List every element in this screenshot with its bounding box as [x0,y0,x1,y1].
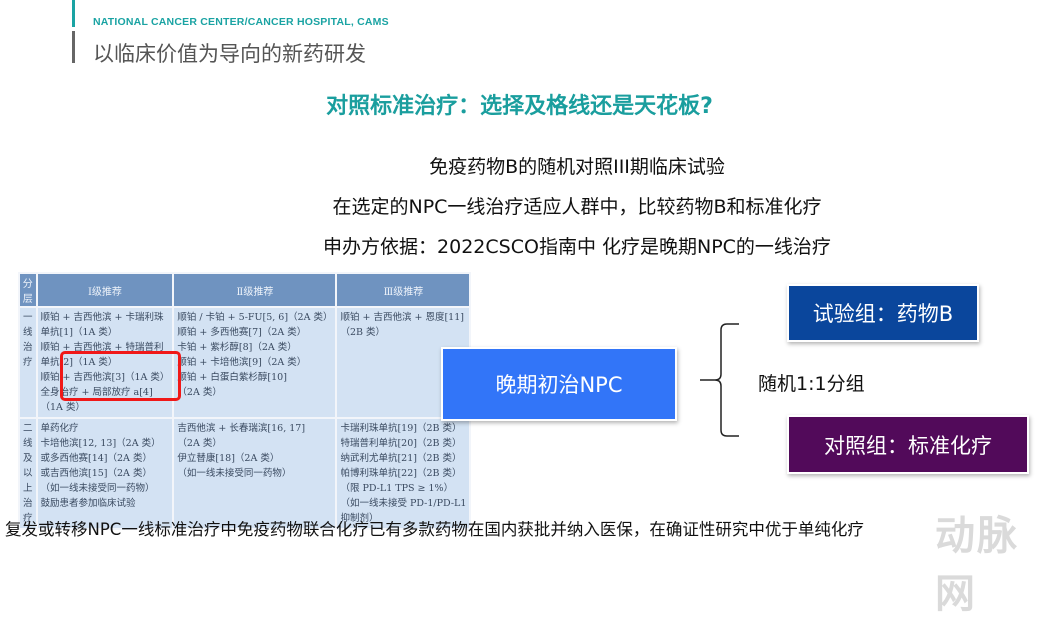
cell-line: 卡瑞利珠单抗[19]（2B 类） [340,423,462,434]
page-title: 以临床价值为导向的新药研发 [93,42,366,66]
table-header: 分层 [20,274,36,306]
cell-line: 鼓励患者参加临床试验 [40,498,136,509]
title-bar [72,31,75,63]
cell-line: 或多西他赛[14]（2A 类） [40,453,152,464]
table-header: Ⅱ级推荐 [174,274,336,306]
watermark-logo: 动脉网 [935,513,1019,617]
cell-line: （如一线未接受 PD-1/PD-L1 [340,498,467,509]
level2-cell: 顺铂 / 卡铂 + 5-FU[5, 6]（2A 类） 顺铂 + 多西他赛[7]（2… [174,308,336,417]
randomization-label: 随机1:1分组 [758,373,865,395]
level2-cell: 吉西他滨 + 长春瑞滨[16, 17] （2A 类） 伊立替康[18]（2A 类） （… [174,419,336,528]
accent-bar [72,0,75,27]
level3-cell: 卡瑞利珠单抗[19]（2B 类） 特瑞普利单抗[20]（2B 类） 纳武利尤单抗[2… [337,419,470,528]
cell-line: 卡铂 + 紫杉醇[8]（2A 类） [177,342,297,353]
control-arm-box: 对照组：标准化疗 [787,415,1029,474]
highlight-box [60,351,181,401]
cell-line: 卡培他滨[12, 13]（2A 类） [40,438,161,449]
cell-line: （限 PD-L1 TPS ≥ 1%） [340,483,454,494]
cell-line: 单抗[1]（1A 类） [40,327,118,338]
cell-line: 吉西他滨 + 长春瑞滨[16, 17] [177,423,306,434]
cell-line: 顺铂 + 吉西他滨 + 卡瑞利珠 [40,312,164,323]
cell-line: （如一线未接受同一药物） [177,468,292,479]
table-header: Ⅲ级推荐 [337,274,470,306]
cell-line: 顺铂 + 吉西他滨[3]（1A 类） [40,372,170,383]
cell-line: 顺铂 + 白蛋白紫杉醇[10] [177,372,287,383]
brace-icon [700,323,739,437]
cell-line: （如一线未接受同一药物） [40,483,155,494]
text-line-3: 申办方依据：2022CSCO指南中 化疗是晚期NPC的一线治疗 [323,236,831,258]
organization-name: NATIONAL CANCER CENTER/CANCER HOSPITAL, … [93,16,389,28]
cell-line: 全身治疗 + 局部放疗 a[4] [40,387,153,398]
population-box: 晚期初治NPC [441,347,677,421]
cell-line: 伊立替康[18]（2A 类） [177,453,280,464]
text-line-2: 在选定的NPC一线治疗适应人群中，比较药物B和标准化疗 [332,196,822,218]
stratum-cell: 一线治疗 [20,308,36,417]
cell-line: 顺铂 + 吉西他滨 + 恩度[11] [340,312,464,323]
cell-line: 顺铂 + 吉西他滨 + 特瑞普利 [40,342,164,353]
guideline-table: 分层 Ⅰ级推荐 Ⅱ级推荐 Ⅲ级推荐 一线治疗顺铂 + 吉西他滨 + 卡瑞利珠单抗… [18,272,472,530]
cell-line: 顺铂 + 卡培他滨[9]（2A 类） [177,357,307,368]
level1-cell: 单药化疗卡培他滨[12, 13]（2A 类） 或多西他赛[14]（2A 类） 或吉西… [37,419,173,528]
cell-line: 抑制剂） [340,513,379,524]
cell-line: 顺铂 + 多西他赛[7]（2A 类） [177,327,307,338]
text-line-1: 免疫药物B的随机对照III期临床试验 [429,156,725,178]
table-row: 二线及以上治疗单药化疗卡培他滨[12, 13]（2A 类） 或多西他赛[14]（2… [20,419,470,528]
cell-line: 帕博利珠单抗[22]（2B 类） [340,468,462,479]
stratum-cell: 二线及以上治疗 [20,419,36,528]
footer-text: 复发或转移NPC一线标准治疗中免疫药物联合化疗已有多款药物在国内获批并纳入医保，… [5,520,864,539]
cell-line: （2A 类） [177,438,222,449]
cell-line: 单抗[2]（1A 类） [40,357,118,368]
cell-line: 单药化疗 [40,423,79,434]
table-row: 一线治疗顺铂 + 吉西他滨 + 卡瑞利珠单抗[1]（1A 类） 顺铂 + 吉西他滨… [20,308,470,417]
cell-line: 特瑞普利单抗[20]（2B 类） [340,438,462,449]
cell-line: （2A 类） [177,387,222,398]
cell-line: 或吉西他滨[15]（2A 类） [40,468,152,479]
headline: 对照标准治疗：选择及格线还是天花板? [326,94,713,119]
experimental-arm-box: 试验组：药物B [787,284,979,342]
cell-line: 顺铂 / 卡铂 + 5-FU[5, 6]（2A 类） [177,312,333,323]
cell-line: （1A 类） [40,402,85,413]
cell-line: （2B 类） [340,327,386,338]
table-header: Ⅰ级推荐 [37,274,173,306]
cell-line: 纳武利尤单抗[21]（2B 类） [340,453,462,464]
